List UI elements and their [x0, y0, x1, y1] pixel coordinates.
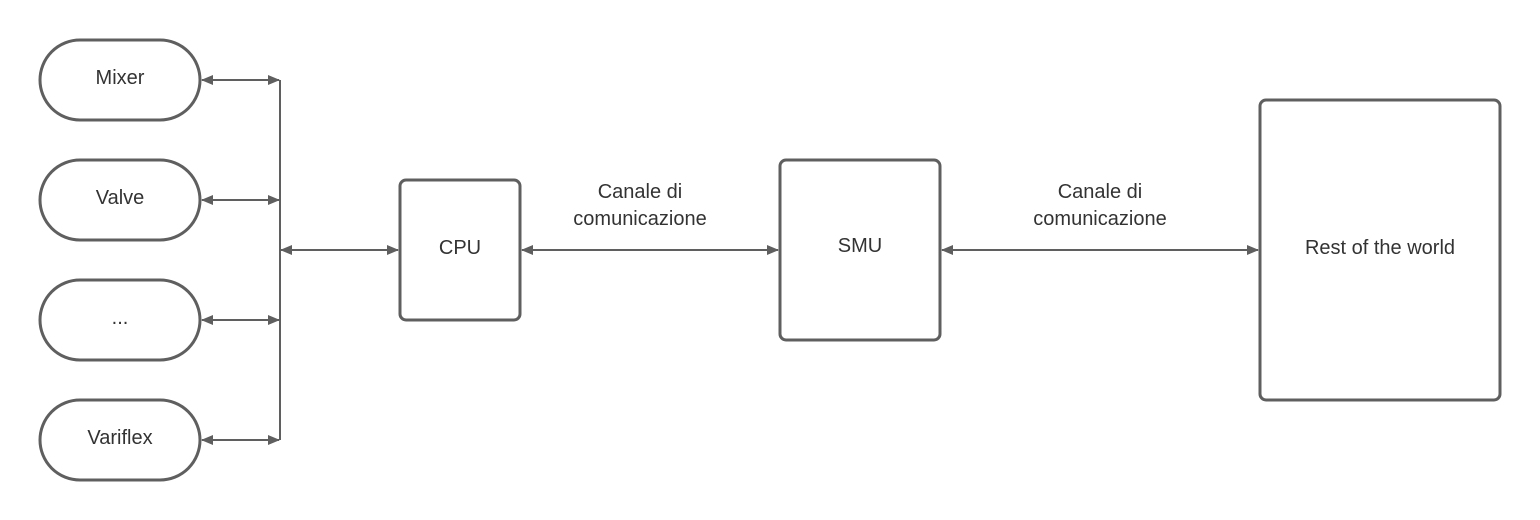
device-label: Mixer — [96, 67, 145, 89]
device-node-mixer[interactable]: Mixer — [38, 38, 202, 122]
device-label: ... — [112, 307, 129, 329]
smu-label: SMU — [838, 235, 882, 257]
world-node[interactable]: Rest of the world — [1258, 98, 1502, 402]
channel-label-left-line2: comunicazione — [573, 208, 706, 230]
device-node-variflex[interactable]: Variflex — [38, 398, 202, 482]
device-node-valve[interactable]: Valve — [38, 158, 202, 242]
channel-label-right-line2: comunicazione — [1033, 208, 1166, 230]
channel-label-right-line1: Canale di — [1058, 181, 1143, 203]
smu-node[interactable]: SMU — [778, 158, 942, 342]
channel-label-left-line1: Canale di — [598, 181, 683, 203]
cpu-label: CPU — [439, 237, 481, 259]
device-label: Variflex — [87, 427, 152, 449]
device-label: Valve — [96, 187, 145, 209]
world-label: Rest of the world — [1305, 237, 1455, 259]
device-node-ellipsis[interactable]: ... — [38, 278, 202, 362]
cpu-node[interactable]: CPU — [398, 178, 522, 322]
